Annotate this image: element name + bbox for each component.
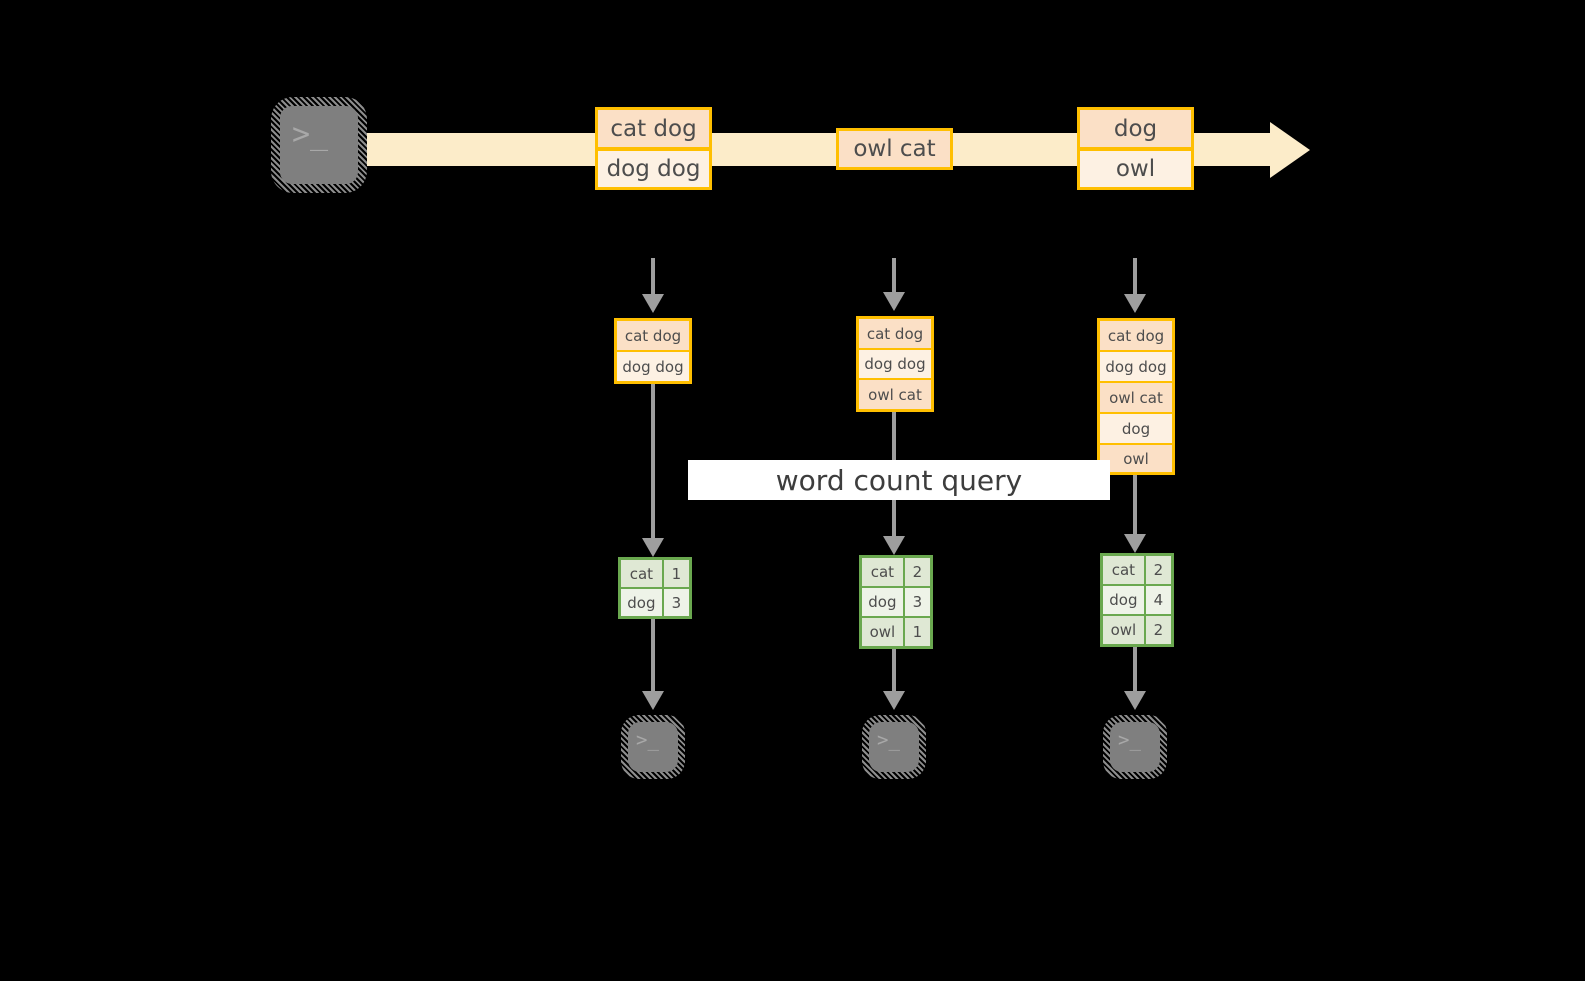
stream-event-box: cat dog [595, 107, 712, 150]
result-to-sink-connector [1133, 647, 1137, 691]
buffer-row-label: owl [1123, 449, 1149, 468]
terminal-body [1110, 722, 1160, 772]
buffer-row-label: cat dog [866, 324, 924, 343]
table-row: cat 2 [1103, 556, 1171, 586]
stream-to-buffer-connector [651, 258, 655, 296]
stream-to-buffer-arrowhead [642, 294, 664, 313]
source-terminal-icon: >_ [271, 97, 367, 193]
buffer-row-label: cat dog [1107, 326, 1165, 345]
result-to-sink-connector [651, 619, 655, 691]
prompt-glyph: >_ [292, 117, 329, 152]
table-row: dog 3 [621, 589, 689, 616]
result-word: owl [1103, 616, 1146, 644]
query-label: word count query [688, 460, 1110, 500]
stream-event-label: dog [1113, 115, 1158, 142]
result-count: 1 [663, 560, 689, 587]
buffer-row: dog dog [617, 352, 689, 381]
buffer-row: owl cat [1100, 383, 1172, 414]
result-table: cat 2 dog 4 owl 2 [1100, 553, 1174, 647]
table-row: owl 2 [1103, 616, 1171, 644]
stream-to-buffer-arrowhead [1124, 294, 1146, 313]
sink-terminal-icon: >_ [1103, 715, 1167, 779]
stream-to-buffer-connector [1133, 258, 1137, 296]
result-to-sink-arrowhead [642, 691, 664, 710]
stream-event-label: dog dog [606, 156, 701, 182]
buffer-row: cat dog [617, 321, 689, 352]
result-count: 2 [1145, 556, 1171, 584]
stream-to-buffer-arrowhead [883, 292, 905, 311]
result-to-sink-arrowhead [883, 691, 905, 710]
table-row: dog 4 [1103, 586, 1171, 616]
stream-event-label: owl cat [853, 136, 936, 162]
stream-event-box: owl [1077, 148, 1194, 190]
buffer-row: owl cat [859, 380, 931, 409]
buffer-row: owl [1100, 445, 1172, 472]
table-row: owl 1 [862, 618, 930, 646]
sink-terminal-icon: >_ [862, 715, 926, 779]
prompt-glyph: >_ [636, 729, 659, 751]
query-label-text: word count query [775, 463, 1023, 497]
buffer-stack: cat dog dog dog [614, 318, 692, 384]
stream-event-box: dog [1077, 107, 1194, 150]
result-word: owl [862, 618, 905, 646]
buffer-stack: cat dog dog dog owl cat [856, 316, 934, 412]
result-word: dog [1103, 586, 1146, 614]
table-row: cat 1 [621, 560, 689, 589]
prompt-glyph: >_ [1118, 729, 1141, 751]
event-stream-arrowhead [1270, 122, 1310, 178]
result-word: cat [621, 560, 664, 587]
buffer-to-result-connector [1133, 475, 1137, 534]
buffer-row-label: cat dog [624, 326, 682, 345]
buffer-row-label: owl cat [868, 385, 922, 404]
buffer-row: dog dog [859, 350, 931, 380]
result-to-sink-arrowhead [1124, 691, 1146, 710]
buffer-row-label: dog [1121, 419, 1151, 438]
buffer-row-label: dog dog [1105, 357, 1167, 376]
terminal-body [280, 106, 358, 184]
buffer-to-result-arrowhead [1124, 534, 1146, 553]
result-to-sink-connector [892, 649, 896, 691]
buffer-row: cat dog [1100, 321, 1172, 352]
buffer-to-result-connector [651, 384, 655, 538]
buffer-row-label: dog dog [622, 357, 684, 376]
table-row: cat 2 [862, 558, 930, 588]
result-table: cat 1 dog 3 [618, 557, 692, 619]
result-word: cat [862, 558, 905, 586]
buffer-to-result-arrowhead [883, 536, 905, 555]
terminal-body [628, 722, 678, 772]
terminal-body [869, 722, 919, 772]
result-word: cat [1103, 556, 1146, 584]
stream-event-label: cat dog [610, 115, 697, 142]
buffer-row-label: dog dog [864, 355, 926, 373]
result-word: dog [862, 588, 905, 616]
sink-terminal-icon: >_ [621, 715, 685, 779]
result-count: 4 [1145, 586, 1171, 614]
result-count: 2 [904, 558, 930, 586]
buffer-to-result-arrowhead [642, 538, 664, 557]
result-table: cat 2 dog 3 owl 1 [859, 555, 933, 649]
buffer-row: dog [1100, 414, 1172, 445]
result-word: dog [621, 589, 664, 616]
result-count: 3 [663, 589, 689, 616]
stream-to-buffer-connector [892, 258, 896, 294]
result-count: 2 [1145, 616, 1171, 644]
buffer-row-label: owl cat [1109, 388, 1163, 407]
result-count: 3 [904, 588, 930, 616]
prompt-glyph: >_ [877, 729, 900, 751]
stream-event-box: dog dog [595, 148, 712, 190]
table-row: dog 3 [862, 588, 930, 618]
buffer-stack: cat dog dog dog owl cat dog owl [1097, 318, 1175, 475]
buffer-row: dog dog [1100, 352, 1172, 383]
stream-event-label: owl [1115, 156, 1156, 182]
result-count: 1 [904, 618, 930, 646]
stream-event-box: owl cat [836, 128, 953, 170]
buffer-row: cat dog [859, 319, 931, 350]
